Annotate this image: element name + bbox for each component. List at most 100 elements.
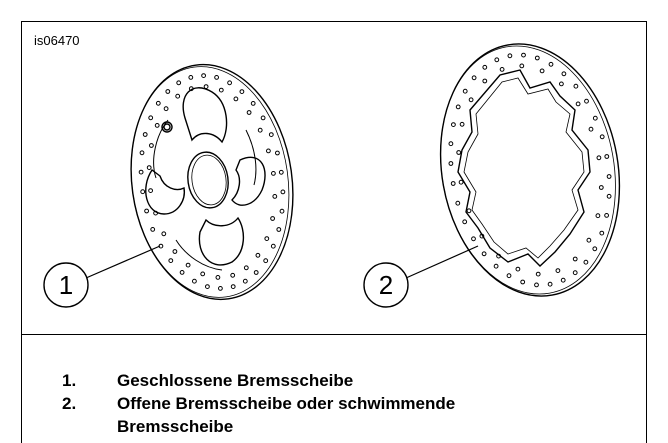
legend-item-text: Geschlossene Bremsscheibe xyxy=(117,371,354,390)
drilled-hole xyxy=(481,251,487,257)
closed-disc-slot-1 xyxy=(153,119,169,179)
drilled-hole xyxy=(535,271,541,277)
drilled-hole xyxy=(271,171,276,176)
drilled-hole xyxy=(192,278,197,284)
closed-disc-spoke-top xyxy=(182,87,228,144)
drilled-hole xyxy=(604,213,609,218)
drilled-hole xyxy=(188,75,194,80)
drilled-hole xyxy=(450,181,456,186)
drilled-hole xyxy=(468,97,474,103)
drilled-hole xyxy=(280,189,286,195)
drilled-hole xyxy=(599,134,605,140)
drilled-hole xyxy=(161,231,167,237)
figure-divider xyxy=(21,334,647,335)
drilled-hole xyxy=(278,169,284,175)
drilled-hole xyxy=(482,78,488,84)
drilled-hole xyxy=(270,243,276,249)
drilled-hole xyxy=(588,126,594,132)
drilled-hole xyxy=(264,236,270,242)
drilled-hole xyxy=(572,256,578,262)
drilled-hole xyxy=(165,89,171,94)
drilled-hole xyxy=(230,272,236,278)
open-disc-outer-rim xyxy=(439,43,621,297)
drilled-hole xyxy=(268,132,274,138)
drilled-hole xyxy=(595,213,601,219)
drilled-hole xyxy=(448,161,454,166)
closed-disc-hub xyxy=(187,151,229,209)
drilled-hole xyxy=(534,282,539,288)
figure-id: is06470 xyxy=(34,33,80,48)
drilled-hole xyxy=(257,127,263,133)
drilled-hole xyxy=(139,150,145,156)
drilled-hole xyxy=(560,277,566,283)
callout-1: 1 xyxy=(43,262,89,308)
callout-2-label: 2 xyxy=(379,270,393,300)
drilled-hole xyxy=(506,273,512,279)
drilled-hole xyxy=(471,236,476,242)
open-brake-disc xyxy=(439,43,621,297)
drilled-hole xyxy=(448,141,454,147)
drilled-hole xyxy=(482,64,488,70)
drilled-hole xyxy=(175,93,181,99)
open-disc-inner-edge xyxy=(463,77,585,259)
drilled-hole xyxy=(140,189,146,195)
drilled-hole xyxy=(583,259,589,265)
drilled-hole xyxy=(466,208,472,214)
drilled-hole xyxy=(456,150,462,155)
drilled-hole xyxy=(451,122,456,127)
closed-disc-spoke-right xyxy=(231,156,266,206)
drilled-hole xyxy=(150,227,156,232)
open-disc-holes xyxy=(448,52,612,288)
drilled-hole xyxy=(203,84,209,89)
drilled-hole xyxy=(250,101,256,106)
drilled-hole xyxy=(263,258,269,264)
drilled-hole xyxy=(138,169,144,175)
drilled-hole xyxy=(142,132,148,137)
drilled-hole xyxy=(148,115,154,121)
closed-brake-disc xyxy=(130,63,294,301)
drilled-hole xyxy=(494,57,500,63)
drilled-hole xyxy=(592,115,598,121)
drilled-hole xyxy=(507,53,513,59)
drilled-hole xyxy=(459,121,465,127)
drilled-hole xyxy=(218,286,223,291)
drilled-hole xyxy=(163,106,169,112)
drilled-hole xyxy=(462,219,468,225)
callout-2-leader xyxy=(405,245,479,279)
drilled-hole xyxy=(559,81,564,87)
drilled-hole xyxy=(243,265,249,271)
closed-disc-rim-edge xyxy=(130,66,290,298)
drilled-hole xyxy=(179,270,185,275)
drilled-hole xyxy=(149,143,154,148)
drilled-hole xyxy=(275,150,280,156)
drilled-hole xyxy=(214,75,220,80)
drilled-hole xyxy=(455,200,461,206)
drilled-hole xyxy=(493,263,499,269)
drilled-hole xyxy=(246,110,252,115)
drilled-hole xyxy=(168,258,174,264)
drilled-hole xyxy=(547,281,553,287)
drilled-hole xyxy=(200,271,206,277)
legend-item-number: 1. xyxy=(62,371,77,390)
legend-item-number: 2. xyxy=(62,394,77,413)
drilled-hole xyxy=(599,230,605,236)
drilled-hole xyxy=(242,278,248,284)
drilled-hole xyxy=(215,275,221,280)
drilled-hole xyxy=(555,268,561,274)
drilled-hole xyxy=(572,270,578,276)
drilled-hole xyxy=(586,237,592,243)
callout-1-leader xyxy=(85,245,161,279)
drilled-hole xyxy=(606,174,612,179)
drilled-hole xyxy=(606,193,612,199)
drilled-hole xyxy=(520,279,526,285)
brake-disc-illustration: 1 2 xyxy=(43,43,621,308)
drilled-hole xyxy=(146,165,152,171)
drilled-hole xyxy=(154,123,160,128)
closed-disc-spoke-bottom xyxy=(198,216,245,266)
closed-disc-bolt-hole xyxy=(163,123,171,131)
closed-disc-slot-2 xyxy=(245,129,257,186)
drilled-hole xyxy=(272,194,278,199)
drilled-hole xyxy=(176,80,182,86)
drilled-hole xyxy=(253,270,259,275)
drilled-hole xyxy=(479,233,485,239)
